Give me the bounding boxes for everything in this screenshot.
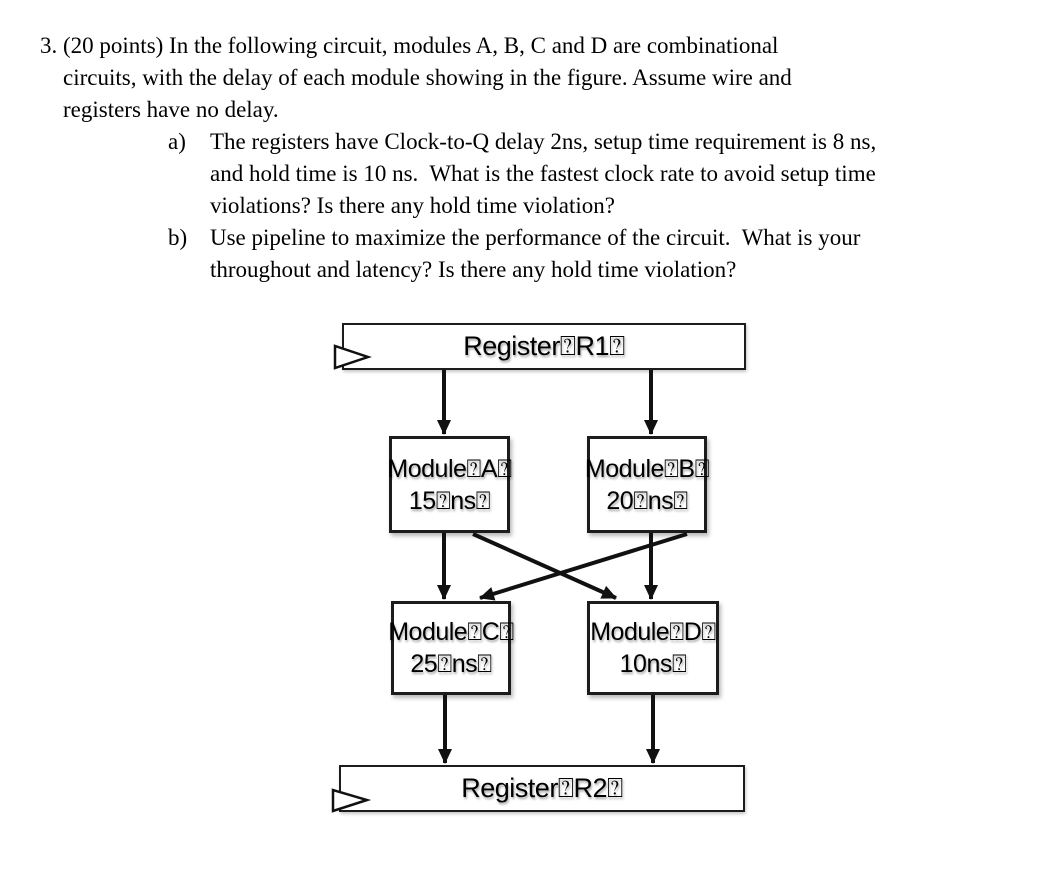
subitem-b-marker: b) bbox=[168, 225, 188, 250]
circuit-diagram: Register⍰R1⍰ Module⍰A⍰ 15⍰ns⍰ Module⍰B⍰ … bbox=[330, 315, 760, 820]
module-a-box: Module⍰A⍰ 15⍰ns⍰ bbox=[387, 436, 512, 533]
module-c-delay: 25⍰ns⍰ bbox=[410, 650, 492, 678]
module-c-box: Module⍰C⍰ 25⍰ns⍰ bbox=[388, 601, 514, 695]
subitem-b-line: throughout and latency? Is there any hol… bbox=[210, 257, 737, 282]
module-d-box: Module⍰D⍰ 10ns⍰ bbox=[587, 601, 719, 695]
register-r2-box: Register⍰R2⍰ bbox=[339, 765, 745, 812]
module-b-label: Module⍰B⍰ bbox=[584, 454, 710, 483]
subitem-a-line: and hold time is 10 ns. What is the fast… bbox=[210, 161, 876, 186]
module-b-delay: 20⍰ns⍰ bbox=[606, 486, 688, 515]
subitem-a-line: The registers have Clock-to-Q delay 2ns,… bbox=[210, 129, 877, 154]
question-line: registers have no delay. bbox=[63, 97, 279, 122]
question-line: (20 points) In the following circuit, mo… bbox=[63, 33, 779, 58]
problem-text-block: 3. (20 points) In the following circuit,… bbox=[40, 30, 876, 286]
subitem-a-line: violations? Is there any hold time viola… bbox=[210, 193, 615, 218]
module-b-box: Module⍰B⍰ 20⍰ns⍰ bbox=[584, 436, 710, 533]
module-d-delay: 10ns⍰ bbox=[619, 650, 687, 678]
module-a-delay: 15⍰ns⍰ bbox=[408, 486, 491, 515]
arrow-b-to-c bbox=[479, 532, 688, 601]
subitem-a-body: The registers have Clock-to-Q delay 2ns,… bbox=[210, 126, 876, 222]
register-r2-label: Register⍰R2⍰ bbox=[461, 772, 623, 803]
module-d-label: Module⍰D⍰ bbox=[590, 618, 716, 646]
arrow-a-to-d bbox=[472, 532, 617, 600]
subitem-b: b) Use pipeline to maximize the performa… bbox=[168, 222, 876, 286]
register-r1-label: Register⍰R1⍰ bbox=[463, 330, 625, 361]
module-a-label: Module⍰A⍰ bbox=[387, 454, 512, 483]
module-c-label: Module⍰C⍰ bbox=[388, 618, 514, 646]
wire-layer bbox=[331, 344, 688, 813]
question-line: circuits, with the delay of each module … bbox=[63, 65, 792, 90]
subitem-b-body: Use pipeline to maximize the performance… bbox=[210, 222, 860, 286]
register-r1-box: Register⍰R1⍰ bbox=[342, 323, 746, 370]
question-body: (20 points) In the following circuit, mo… bbox=[63, 30, 792, 126]
subitem-b-line: Use pipeline to maximize the performance… bbox=[210, 225, 861, 250]
subitem-a: a) The registers have Clock-to-Q delay 2… bbox=[168, 126, 876, 222]
subitem-a-marker: a) bbox=[168, 129, 186, 154]
question-number: 3. bbox=[40, 33, 58, 58]
question-paragraph: 3. (20 points) In the following circuit,… bbox=[40, 30, 876, 126]
